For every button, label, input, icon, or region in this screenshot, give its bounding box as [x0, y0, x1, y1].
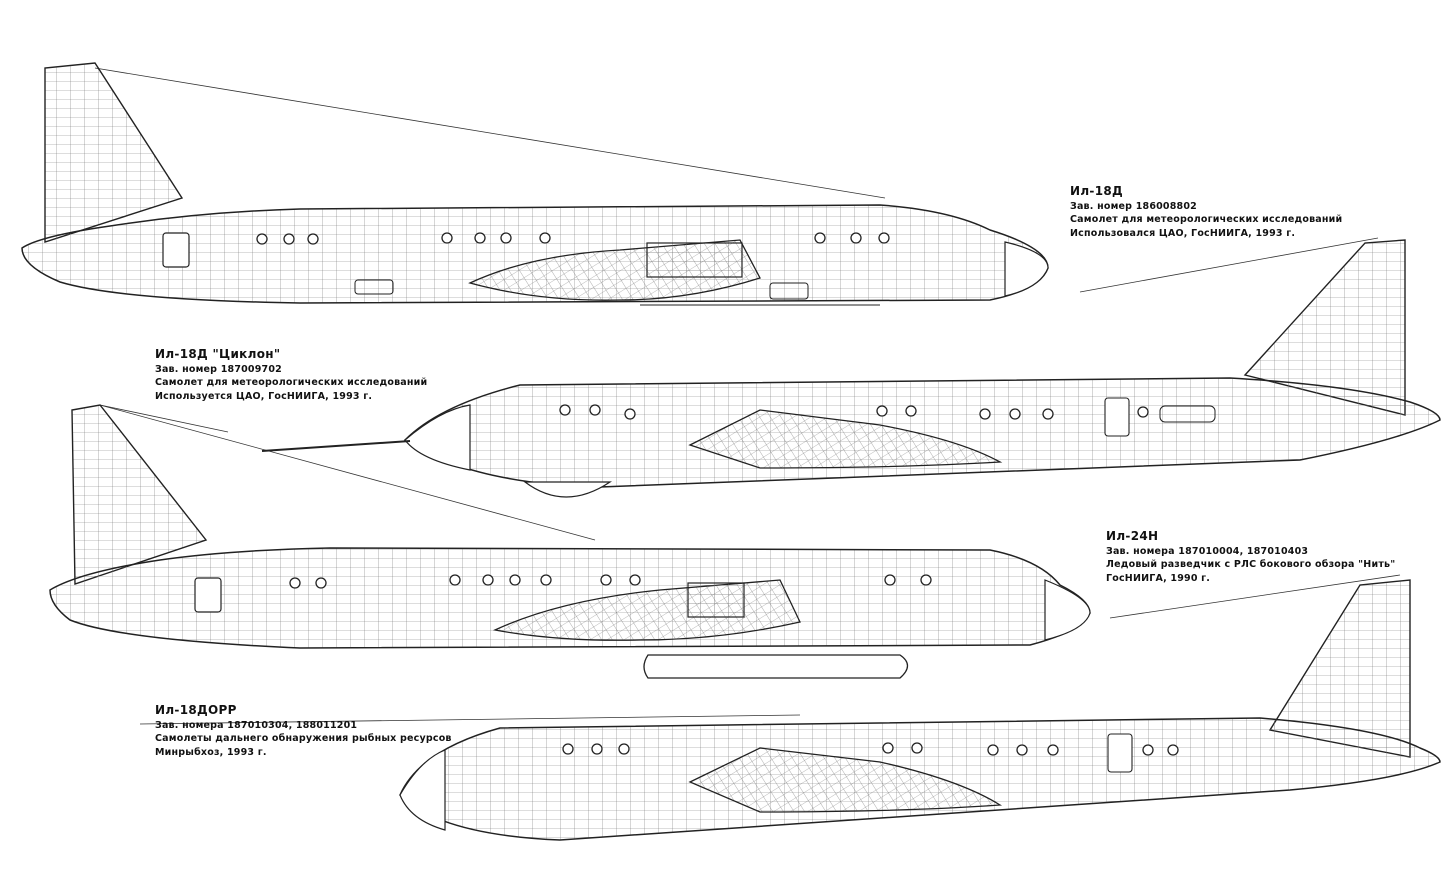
cargo-door — [162, 232, 190, 268]
caption-line: Использовался ЦАО, ГосНИИГА, 1993 г. — [1070, 227, 1296, 239]
caption-line: Зав. номера 187010304, 188011201 — [155, 719, 358, 731]
tail-fin — [71, 404, 208, 585]
leader-lines — [94, 67, 1401, 725]
caption-title: Ил-18ДОРР — [155, 703, 237, 717]
caption-title: Ил-18Д "Циклон" — [155, 347, 281, 361]
aircraft-profile-il18d-tsiklon — [261, 239, 1441, 498]
caption-line: Используется ЦАО, ГосНИИГА, 1993 г. — [155, 390, 373, 402]
caption-line: Самолет для метеорологических исследован… — [155, 377, 428, 388]
caption-line: Самолет для метеорологических исследован… — [1070, 214, 1343, 225]
nose-cone — [399, 749, 446, 831]
engine-nacelle — [688, 747, 1003, 813]
tail-fin — [44, 62, 184, 243]
fuselage — [21, 204, 1049, 304]
caption-title: Ил-24Н — [1106, 529, 1159, 543]
caption-il18d-tsiklon: Ил-18Д "Циклон" Зав. номер 187009702 Сам… — [155, 347, 428, 403]
nose-cone — [1004, 241, 1049, 297]
caption-line: Минрыбхоз, 1993 г. — [155, 746, 267, 758]
caption-line: Зав. номер 186008802 — [1070, 200, 1197, 212]
caption-line: Самолеты дальнего обнаружения рыбных рес… — [155, 733, 452, 744]
caption-il18dorr: Ил-18ДОРР Зав. номера 187010304, 1880112… — [155, 703, 452, 759]
window-row — [289, 574, 932, 589]
caption-title: Ил-18Д — [1070, 184, 1123, 198]
caption-il18d: Ил-18Д Зав. номер 186008802 Самолет для … — [1070, 184, 1343, 240]
slar-ventral-pod — [643, 654, 909, 679]
nose-cone — [1044, 579, 1091, 641]
caption-line: Зав. номер 187009702 — [155, 363, 282, 375]
caption-line: ГосНИИГА, 1990 г. — [1106, 572, 1211, 584]
window-row — [562, 742, 1179, 756]
engine-nacelle — [688, 409, 1003, 469]
caption-line: Ледовый разведчик с РЛС бокового обзора … — [1106, 559, 1396, 570]
nose-probe-boom — [261, 440, 411, 452]
caption-il24n: Ил-24Н Зав. номера 187010004, 187010403 … — [1106, 529, 1396, 585]
window-row — [256, 232, 890, 245]
aircraft-profile-il18dorr — [399, 579, 1441, 841]
fuselage — [403, 377, 1441, 488]
cargo-door — [194, 577, 222, 613]
caption-line: Зав. номера 187010004, 187010403 — [1106, 545, 1309, 557]
fuselage — [49, 547, 1091, 649]
nose-cone — [404, 404, 471, 471]
aircraft-profile-il24n — [49, 404, 1091, 679]
ventral-dome — [523, 481, 612, 498]
aircraft-profile-il18d — [21, 62, 1049, 306]
weather-radar-pod — [646, 242, 743, 278]
